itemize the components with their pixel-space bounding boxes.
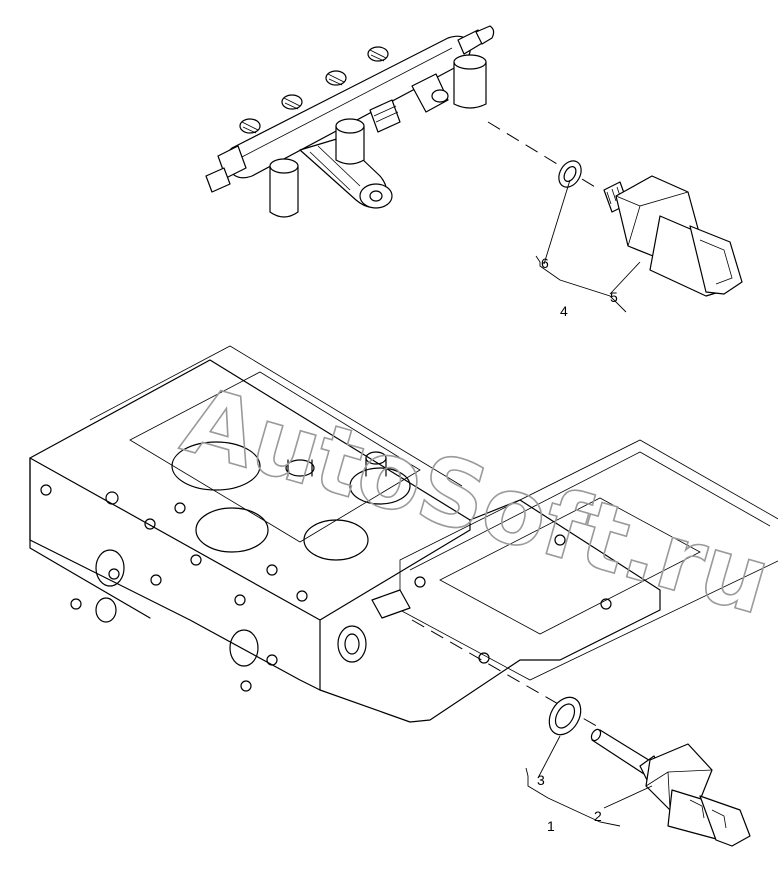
rail-outlet-1 [239,118,261,134]
mounting-spacer-3 [453,54,487,109]
rail-pressure-sensor-5 [603,175,743,297]
mounting-spacer-2 [335,118,365,165]
fuel-rail-assembly [205,25,495,218]
rail-outlet-4 [367,46,389,62]
watermark: AutoSoft.ru [172,366,778,635]
mounting-spacer-1 [269,158,299,218]
cylinder-head [29,345,778,723]
callout-leaders [525,179,653,827]
callout-6: 6 [541,255,549,271]
seal-ring-3 [548,696,582,736]
callout-3: 3 [537,772,545,788]
callout-5: 5 [610,289,618,305]
rail-outlet-3 [325,70,347,86]
pressure-relief-valve [299,137,393,209]
callout-2: 2 [594,808,602,824]
seal-ring-6 [558,160,582,188]
assembly-axis-upper [487,121,601,191]
callout-1: 1 [547,818,555,834]
rail-outlet-2 [281,94,303,110]
rail-sensor-port [369,73,449,133]
callout-4: 4 [560,303,568,319]
temperature-sensor-2 [590,728,751,847]
